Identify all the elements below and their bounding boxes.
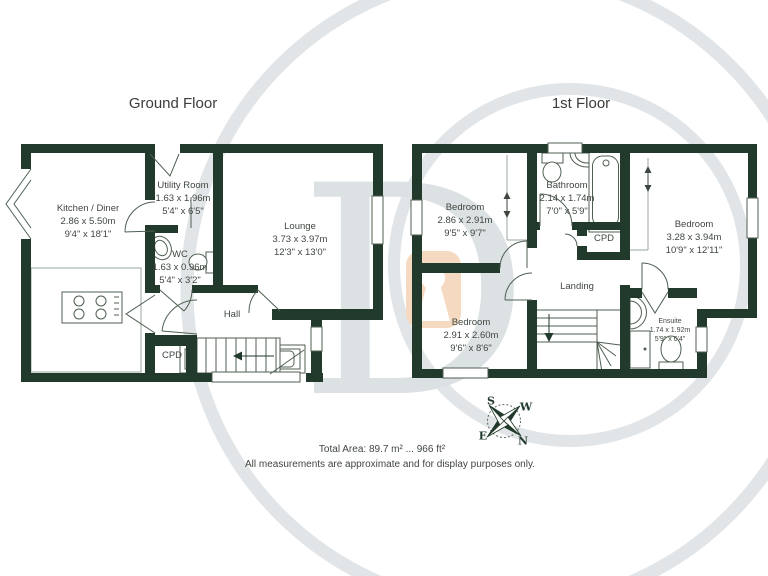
height-arrow-icons bbox=[503, 166, 652, 218]
bathroom-toilet bbox=[541, 152, 564, 183]
watermark-ring-inner bbox=[388, 83, 752, 447]
ground-floor-doors bbox=[5, 153, 305, 375]
footer-disclaimer: All measurements are approximate and for… bbox=[245, 459, 535, 470]
room-dim-imperial: 5'9" x 6'4" bbox=[654, 336, 686, 343]
room-name: Bathroom bbox=[546, 180, 588, 191]
room-dim-metric: 2.86 x 2.91m bbox=[437, 215, 493, 226]
first-floor-doors bbox=[499, 193, 669, 314]
ground-floor-walls bbox=[21, 144, 383, 382]
room-dim-imperial: 5'4" x 6'5" bbox=[162, 206, 204, 217]
room-dim-imperial: 9'4" x 18'1" bbox=[64, 229, 112, 240]
watermark-ring-outer bbox=[180, 0, 768, 576]
patio-door-chevron-inner bbox=[13, 179, 32, 229]
floor-title-first: 1st Floor bbox=[551, 95, 611, 112]
hall-window bbox=[310, 326, 323, 352]
ground-floor-stairs bbox=[196, 337, 281, 374]
room-dim-imperial: 9'6" x 8'6" bbox=[450, 343, 492, 354]
room-dim-metric: 2.86 x 5.50m bbox=[60, 216, 116, 227]
room-dim-metric: 1.63 x 1.96m bbox=[155, 193, 211, 204]
bedroom2-window bbox=[746, 197, 759, 239]
wc-fixtures bbox=[150, 235, 218, 274]
room-dim-metric: 1.63 x 0.96m bbox=[152, 262, 208, 273]
compass-letter-west: W bbox=[519, 400, 533, 414]
stairs-direction-arrow bbox=[233, 351, 242, 361]
bedroom1-window bbox=[410, 199, 423, 236]
room-name: Bedroom bbox=[674, 219, 714, 230]
room-label-bathroom: Bathroom 2.14 x 1.74m 7'0" x 5'9" bbox=[540, 179, 595, 218]
room-label-cpd-first: CPD bbox=[594, 232, 614, 245]
room-name: CPD bbox=[593, 233, 615, 244]
wc-basin bbox=[150, 235, 172, 261]
room-dim-metric: 3.28 x 3.94m bbox=[666, 232, 722, 243]
compass-letter-north: N bbox=[517, 434, 529, 448]
room-label-kitchen-diner: Kitchen / Diner 2.86 x 5.50m 9'4" x 18'1… bbox=[57, 202, 119, 241]
room-name: Hall bbox=[223, 309, 241, 320]
front-door-leaf bbox=[269, 349, 305, 375]
room-label-bedroom-2: Bedroom 3.28 x 3.94m 10'9" x 12'11" bbox=[666, 218, 723, 257]
room-name: Utility Room bbox=[157, 180, 209, 191]
ensuite-door bbox=[641, 291, 669, 314]
room-name: Bedroom bbox=[451, 317, 491, 328]
room-name: Kitchen / Diner bbox=[56, 203, 120, 214]
first-floor-walls bbox=[412, 144, 757, 378]
room-label-bedroom-3: Bedroom 2.91 x 2.60m 9'6" x 8'6" bbox=[444, 316, 499, 355]
bathroom-fixtures bbox=[541, 151, 623, 233]
room-label-ensuite: Ensuite 1.74 x 1.92m 5'9" x 6'4" bbox=[650, 317, 690, 344]
room-label-bedroom-1: Bedroom 2.86 x 2.91m 9'5" x 9'7" bbox=[438, 201, 493, 240]
kitchen-window bbox=[211, 371, 301, 383]
stairs-down-arrow bbox=[544, 333, 554, 342]
ensuite-window bbox=[695, 326, 708, 353]
room-label-hall: Hall bbox=[224, 308, 240, 321]
compass-letter-east: E bbox=[478, 429, 488, 443]
lounge-door-leaf bbox=[257, 289, 281, 312]
room-label-wc: WC 1.63 x 0.96m 5'4" x 3'2" bbox=[153, 248, 208, 287]
cpd-door-arc bbox=[564, 233, 578, 247]
room-name: Landing bbox=[560, 281, 594, 292]
room-label-utility-room: Utility Room 1.63 x 1.96m 5'4" x 6'5" bbox=[156, 179, 211, 218]
room-name: WC bbox=[172, 249, 188, 260]
bedroom3-window bbox=[442, 367, 489, 379]
room-dim-metric: 3.73 x 3.97m bbox=[272, 234, 328, 245]
floor-title-ground: Ground Floor bbox=[128, 95, 218, 112]
room-dim-imperial: 10'9" x 12'11" bbox=[665, 245, 723, 256]
room-dim-metric: 2.91 x 2.60m bbox=[443, 330, 499, 341]
ensuite-shower bbox=[629, 295, 647, 330]
bathroom-window bbox=[547, 142, 583, 154]
ground-floor-windows bbox=[211, 195, 384, 383]
lounge-window bbox=[371, 195, 384, 245]
back-door bbox=[149, 153, 180, 177]
patio-door-chevron-outer bbox=[5, 168, 32, 240]
footer-total-area: Total Area: 89.7 m² ... 966 ft² bbox=[318, 444, 446, 455]
first-floor-stairs bbox=[537, 309, 621, 378]
hob bbox=[61, 291, 123, 324]
room-dim-imperial: 9'5" x 9'7" bbox=[444, 228, 486, 239]
room-label-cpd-ground: CPD bbox=[162, 349, 182, 362]
room-name: Lounge bbox=[284, 221, 316, 232]
room-dim-imperial: 12'3" x 13'0" bbox=[273, 247, 327, 258]
ensuite-toilet bbox=[658, 335, 684, 372]
room-dim-imperial: 5'4" x 3'2" bbox=[159, 275, 201, 286]
room-name: Ensuite bbox=[658, 318, 682, 325]
room-dim-imperial: 7'0" x 5'9" bbox=[546, 206, 588, 217]
kitchen-double-door bbox=[125, 294, 156, 334]
first-floor-windows bbox=[410, 142, 759, 379]
compass-rose bbox=[486, 404, 522, 438]
room-label-lounge: Lounge 3.73 x 3.97m 12'3" x 13'0" bbox=[273, 220, 328, 259]
room-dim-metric: 1.74 x 1.92m bbox=[649, 327, 691, 334]
ensuite-door-panel bbox=[629, 330, 651, 369]
compass-letter-south: S bbox=[487, 394, 495, 408]
room-name: Bedroom bbox=[445, 202, 485, 213]
room-name: CPD bbox=[161, 350, 183, 361]
bathtub bbox=[588, 151, 623, 233]
room-dim-metric: 2.14 x 1.74m bbox=[539, 193, 595, 204]
room-label-landing: Landing bbox=[560, 280, 594, 293]
